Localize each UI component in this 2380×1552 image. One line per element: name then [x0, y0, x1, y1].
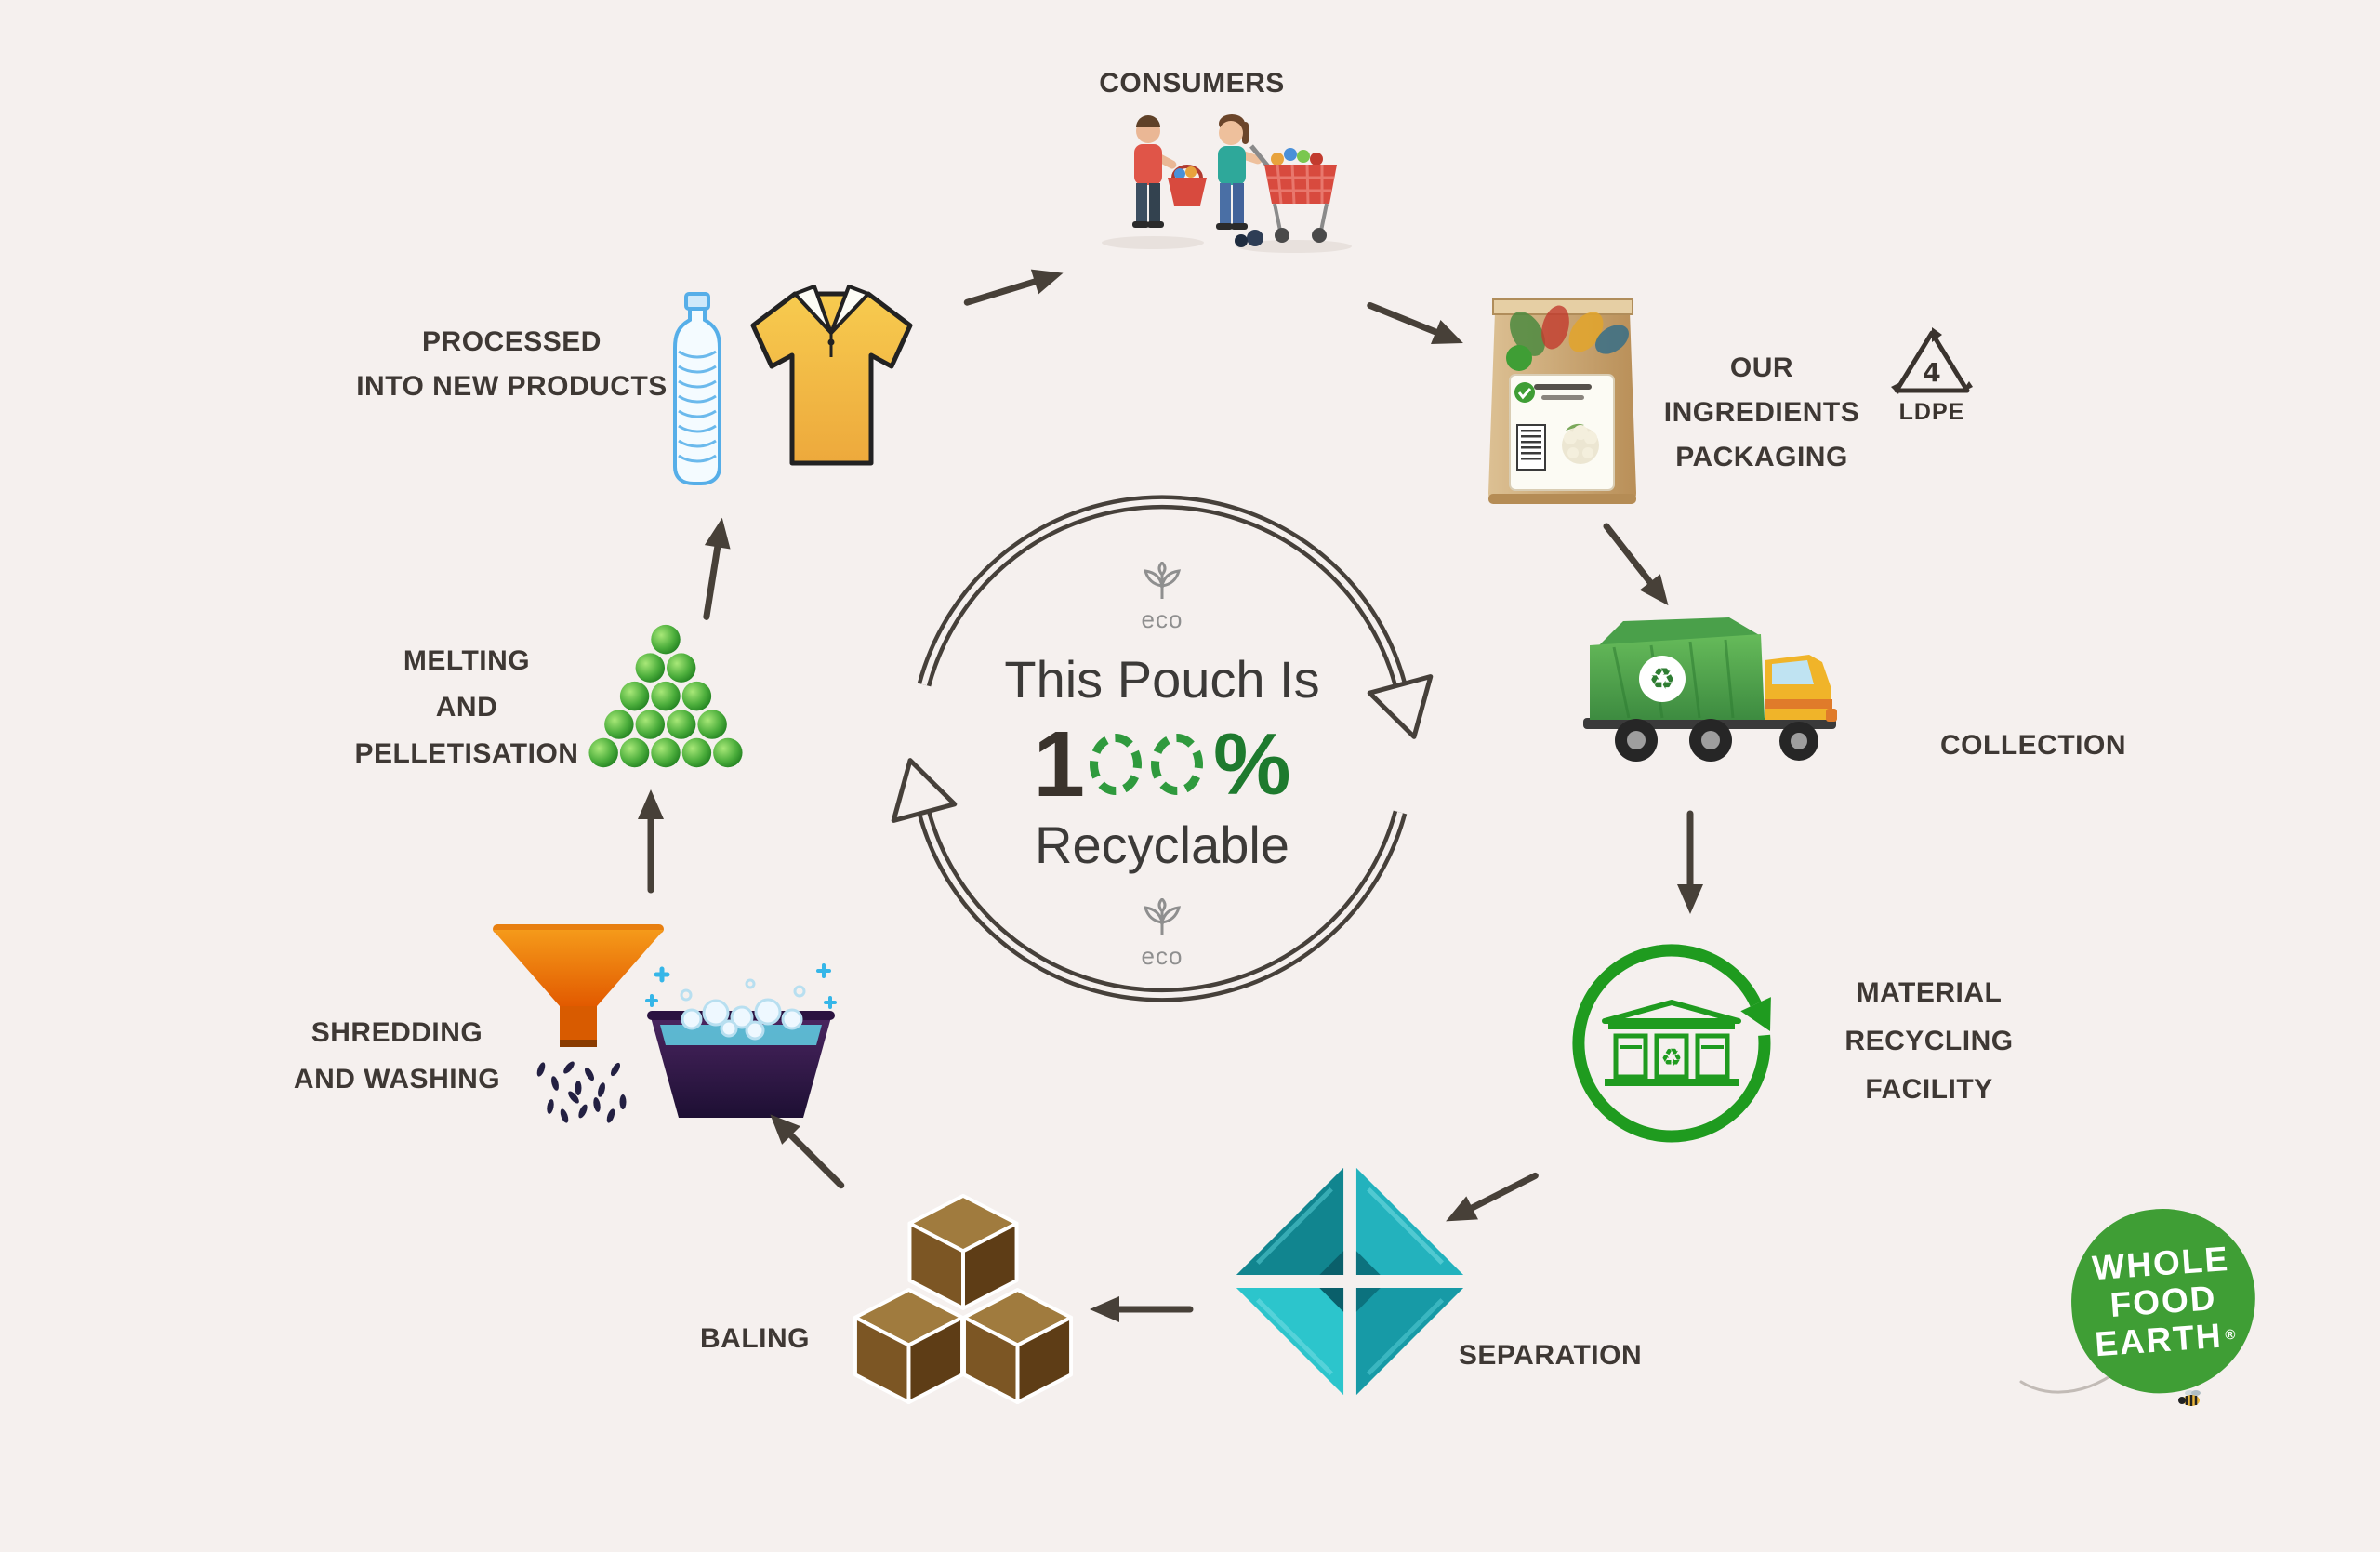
cycle-title-line3: Recyclable: [1035, 816, 1289, 874]
flow-arrow-mrf-to-separation: [1446, 1172, 1539, 1222]
melting-label-line1: MELTING: [403, 645, 531, 676]
mrf-label: MATERIAL RECYCLING FACILITY: [1813, 969, 2045, 1114]
garbage-truck-icon: ♻: [1583, 617, 1837, 762]
melting-label-line2: AND: [435, 692, 498, 723]
washing-basin-icon: [645, 963, 837, 1118]
eco-badge-bottom: eco: [1106, 896, 1218, 971]
melting-label-line3: PELLETISATION: [354, 738, 579, 769]
eco-leaf-icon: [1143, 896, 1182, 935]
flow-arrow-baling-to-shredding: [770, 1114, 845, 1189]
eco-label-bottom: eco: [1141, 942, 1183, 970]
registered-mark: ®: [2224, 1326, 2239, 1343]
mrf-label-line3: FACILITY: [1865, 1074, 1993, 1105]
ldpe-recycling-badge: 4 LDPE: [1889, 325, 1975, 426]
new-products-label-line2: INTO NEW PRODUCTS: [356, 371, 668, 402]
baling-label: BALING: [700, 1323, 810, 1354]
eco-badge-top: eco: [1106, 560, 1218, 634]
separation-label: SEPARATION: [1458, 1340, 1643, 1371]
flow-arrow-melting-to-newproducts: [703, 517, 731, 620]
shredder-funnel-icon: [493, 924, 664, 1123]
mrf-recycle-symbol: ♻: [1660, 1044, 1682, 1072]
digit-one: 1: [1033, 712, 1086, 816]
flow-arrow-packaging-to-collection: [1603, 523, 1669, 606]
consumers-shoppers-icon: [1102, 114, 1352, 253]
ingredient-pouch-icon: [1488, 298, 1636, 504]
water-bottle-icon: [673, 292, 721, 485]
baling-cubes-icon: [853, 1193, 1074, 1405]
collection-label: COLLECTION: [1940, 730, 2126, 761]
packaging-label: OUR INGREDIENTS PACKAGING: [1636, 346, 1887, 480]
bee-icon: [2178, 1390, 2201, 1406]
cycle-circle-arrows: [891, 495, 1434, 1002]
shredding-label-line2: AND WASHING: [293, 1064, 501, 1094]
shredding-label: SHREDDING AND WASHING: [262, 1010, 532, 1103]
recycling-triangle-icon: 4: [1891, 327, 1973, 394]
percent-100: 1 %: [930, 718, 1395, 811]
new-products-label-line1: PROCESSED: [422, 326, 602, 357]
packaging-label-line2: PACKAGING: [1675, 442, 1848, 472]
logo-earth-text: EARTH: [2093, 1316, 2224, 1363]
shredding-label-line1: SHREDDING: [311, 1017, 483, 1048]
cycle-title-line1: This Pouch Is: [1004, 650, 1320, 709]
packaging-label-line1: OUR INGREDIENTS: [1663, 352, 1860, 428]
consumers-label: CONSUMERS: [1099, 68, 1285, 99]
flow-arrow-collection-to-mrf: [1677, 810, 1703, 914]
melting-label: MELTING AND PELLETISATION: [318, 638, 615, 777]
truck-recycle-symbol: ♻: [1649, 661, 1676, 696]
new-products-label: PROCESSED INTO NEW PRODUCTS: [351, 320, 672, 409]
segmented-zero-icon: [1151, 734, 1204, 795]
eco-label-top: eco: [1141, 605, 1183, 633]
ldpe-code: LDPE: [1898, 399, 1965, 425]
flow-arrow-shredding-to-melting: [638, 789, 664, 894]
material-recycling-facility-icon: ♻: [1572, 944, 1771, 1143]
segmented-zero-icon: [1090, 734, 1143, 795]
percent-sign: %: [1213, 715, 1291, 813]
eco-leaf-icon: [1143, 560, 1182, 599]
flow-arrow-separation-to-baling: [1090, 1296, 1194, 1322]
pellets-pyramid-icon: [588, 624, 743, 768]
mrf-label-line1: MATERIAL: [1856, 977, 2003, 1008]
ldpe-number: 4: [1923, 357, 1940, 388]
flow-arrow-consumers-to-packaging: [1367, 302, 1463, 344]
flow-arrow-newproducts-to-consumers: [963, 269, 1064, 306]
mrf-label-line2: RECYCLING: [1844, 1026, 2014, 1056]
separation-arrows-icon: [1236, 1167, 1464, 1396]
tshirt-icon: [750, 285, 913, 466]
